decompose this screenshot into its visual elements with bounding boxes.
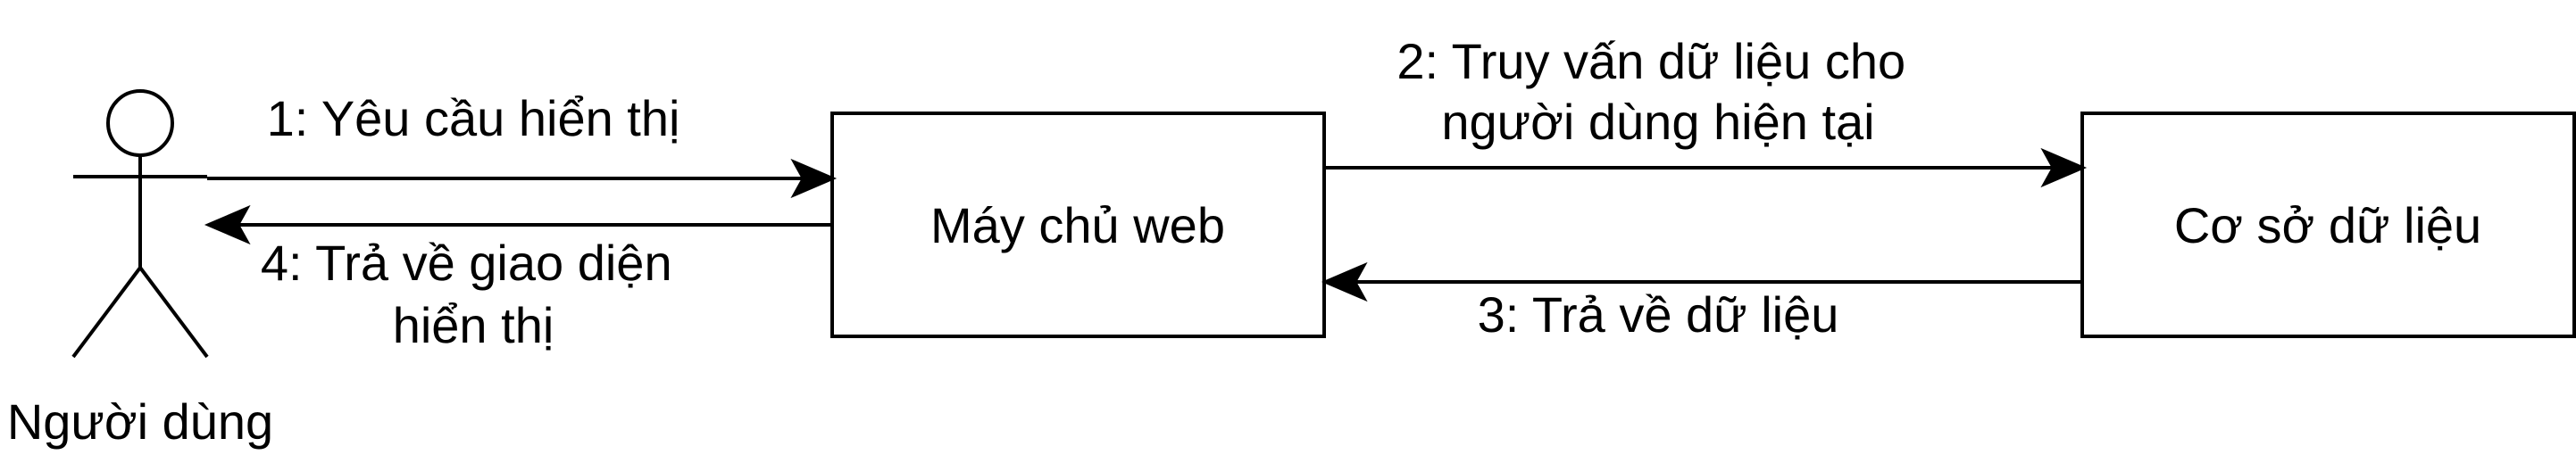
- message-1-label: 1: Yêu cầu hiển thị: [267, 90, 680, 146]
- arrow-query-data: [1324, 147, 2088, 188]
- arrow-return-data: [1321, 261, 2082, 302]
- arrow-return-view: [204, 204, 832, 245]
- database-label: Cơ sở dữ liệu: [2174, 197, 2481, 253]
- actor-head: [106, 89, 174, 157]
- node-web-server: Máy chủ web: [830, 112, 1326, 338]
- arrow-request-display: [207, 158, 838, 199]
- actor-label: Người dùng: [7, 393, 273, 450]
- web-server-label: Máy chủ web: [930, 197, 1225, 253]
- message-2-label: 2: Truy vấn dữ liệu cho người dùng hiện …: [1396, 33, 1919, 150]
- actor-left-leg: [71, 266, 142, 359]
- database-box: [2080, 112, 2576, 338]
- message-4-label: 4: Trả về giao diện hiển thị: [261, 235, 686, 353]
- actor-user: Người dùng: [7, 89, 273, 450]
- message-3-label: 3: Trả về dữ liệu: [1478, 286, 1839, 343]
- actor-right-leg: [138, 266, 209, 359]
- node-database: Cơ sở dữ liệu: [2080, 112, 2576, 338]
